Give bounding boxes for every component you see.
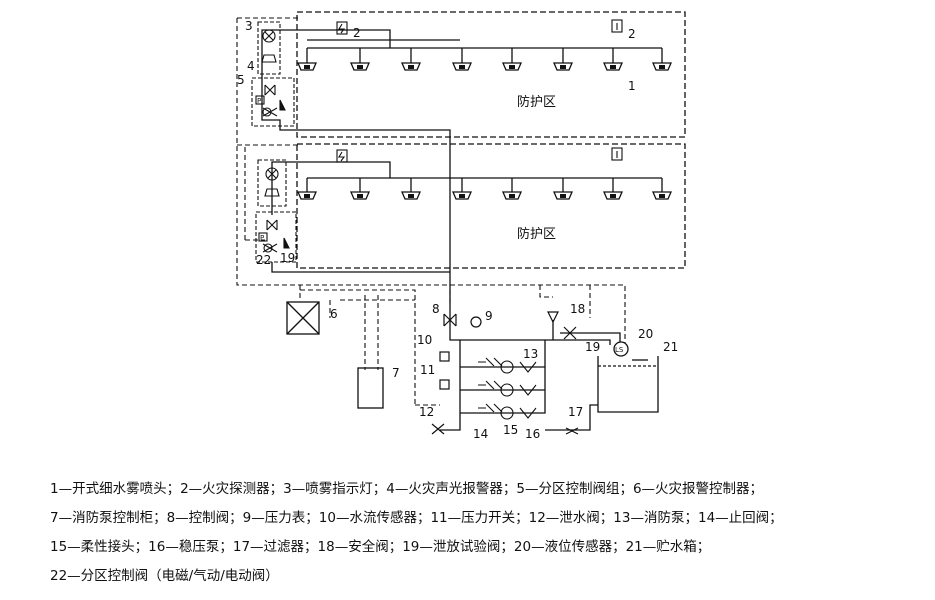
pressure-switch-symbol-1: P <box>257 97 261 105</box>
control-wiring <box>236 17 626 406</box>
nozzle-row-zone-2 <box>297 185 672 200</box>
zone-2-piping <box>271 161 663 273</box>
callout-5: 5 <box>237 73 245 87</box>
callout-15: 15 <box>503 423 518 437</box>
callouts: 1 2 2 3 4 5 6 7 8 9 10 11 12 13 14 15 16… <box>237 19 678 441</box>
callout-14: 14 <box>473 427 488 441</box>
callout-19a: 19 <box>585 340 600 354</box>
callout-9: 9 <box>485 309 493 323</box>
protection-zone-1 <box>296 11 686 138</box>
detector-icons <box>336 19 623 163</box>
pump-control-cabinet <box>357 367 384 409</box>
legend-line-2: 7—消防泵控制柜；8—控制阀；9—压力表；10—水流传感器；11—压力开关；12… <box>50 510 783 526</box>
system-diagram: P P LS 防护区 防 <box>236 11 686 441</box>
callout-19b: 19 <box>280 251 295 265</box>
callout-6: 6 <box>330 307 338 321</box>
zone-2-control-box <box>255 159 297 263</box>
callout-16: 16 <box>525 427 540 441</box>
legend-line-4: 22—分区控制阀（电磁/气动/电动阀） <box>50 568 279 584</box>
level-sensor <box>613 341 629 357</box>
valves-symbols <box>431 311 579 435</box>
legend: 1—开式细水雾喷头；2—火灾探测器；3—喷雾指示灯；4—火灾声光报警器；5—分区… <box>50 475 920 591</box>
callout-2b: 2 <box>628 27 636 41</box>
callout-13: 13 <box>523 347 538 361</box>
callout-1: 1 <box>628 79 636 93</box>
zone-1-control-box <box>251 21 295 127</box>
callout-7: 7 <box>392 366 400 380</box>
pump-piping <box>440 310 621 431</box>
callout-3: 3 <box>245 19 253 33</box>
zone-label-1: 防护区 <box>517 94 556 110</box>
callout-17: 17 <box>568 405 583 419</box>
callout-12: 12 <box>419 405 434 419</box>
protection-zone-2 <box>296 143 686 269</box>
callout-8: 8 <box>432 302 440 316</box>
callout-11: 11 <box>420 363 435 377</box>
legend-line-3: 15—柔性接头；16—稳压泵；17—过滤器；18—安全阀；19—泄放试验阀；20… <box>50 539 711 555</box>
fire-alarm-controller <box>286 301 320 335</box>
callout-10: 10 <box>417 333 432 347</box>
callout-4: 4 <box>247 59 255 73</box>
nozzle-row-zone-1 <box>297 56 672 71</box>
callout-20: 20 <box>638 327 653 341</box>
level-sensor-label: LS <box>615 346 624 354</box>
legend-line-1: 1—开式细水雾喷头；2—火灾探测器；3—喷雾指示灯；4—火灾声光报警器；5—分区… <box>50 481 764 497</box>
zone-label-2: 防护区 <box>517 226 556 242</box>
water-tank <box>597 356 659 413</box>
callout-2a: 2 <box>353 26 361 40</box>
callout-18: 18 <box>570 302 585 316</box>
callout-21: 21 <box>663 340 678 354</box>
pressure-switch-symbol-2: P <box>260 234 264 242</box>
callout-22: 22 <box>256 253 271 267</box>
pump-set <box>478 357 537 420</box>
